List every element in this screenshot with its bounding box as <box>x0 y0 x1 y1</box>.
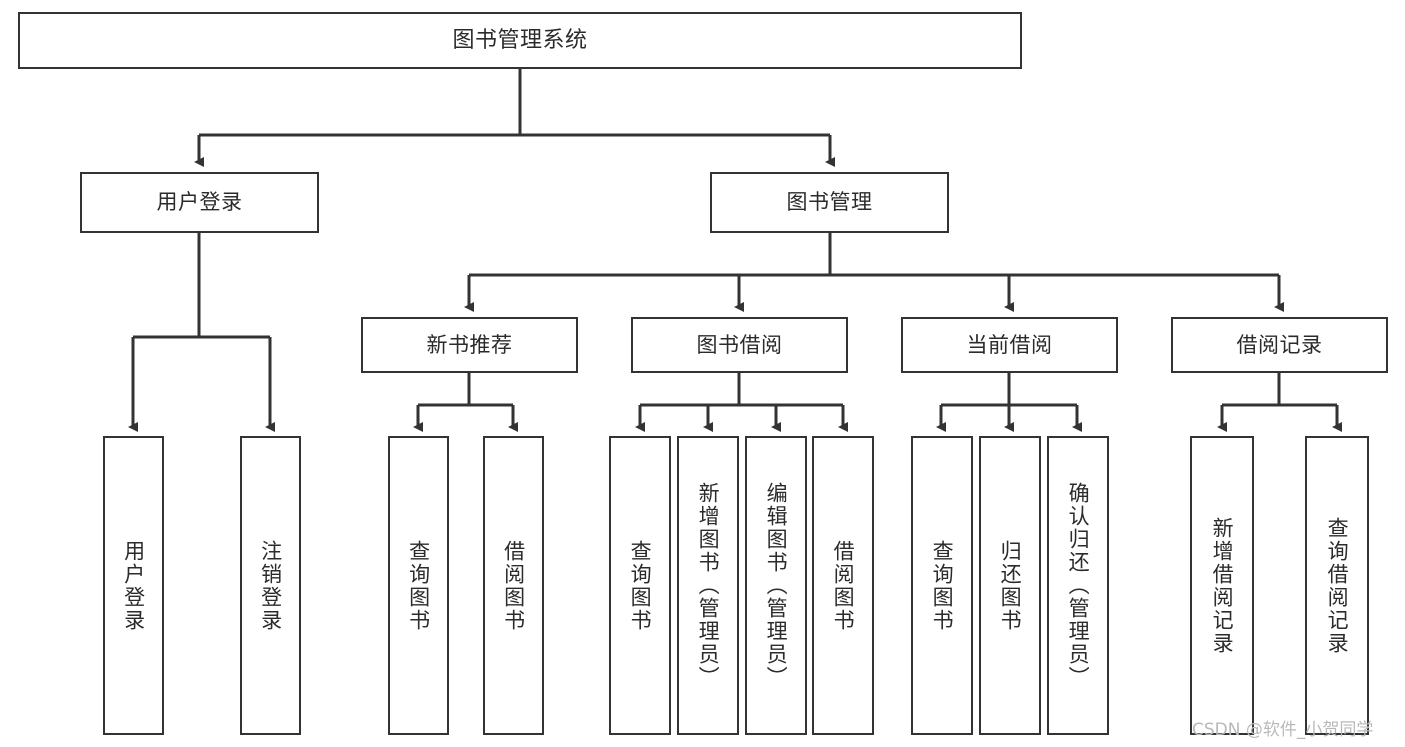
node-leaf-add-book-admin[interactable]: 新增图书（管理员） <box>677 436 739 735</box>
node-new-book-recommendation[interactable]: 新书推荐 <box>361 317 578 373</box>
node-label: 归还图书 <box>998 539 1023 632</box>
node-label: 当前借阅 <box>966 332 1053 357</box>
node-label: 编辑图书（管理员） <box>764 482 789 689</box>
node-label: 图书管理 <box>786 190 873 215</box>
node-label: 新书推荐 <box>426 332 513 357</box>
node-user-login[interactable]: 用户登录 <box>80 172 319 233</box>
node-leaf-return-book[interactable]: 归还图书 <box>979 436 1041 735</box>
node-leaf-add-borrow-record[interactable]: 新增借阅记录 <box>1190 436 1254 735</box>
node-leaf-borrow-book[interactable]: 借阅图书 <box>812 436 874 735</box>
node-label: 借阅图书 <box>501 539 526 632</box>
node-label: 注销登录 <box>258 539 283 632</box>
node-label: 用户登录 <box>156 190 243 215</box>
node-leaf-query-book-current[interactable]: 查询图书 <box>911 436 973 735</box>
node-leaf-logout[interactable]: 注销登录 <box>240 436 301 735</box>
node-label: 新增借阅记录 <box>1210 516 1235 655</box>
node-label: 新增图书（管理员） <box>696 482 721 689</box>
node-label: 图书管理系统 <box>452 27 588 53</box>
node-current-borrow[interactable]: 当前借阅 <box>901 317 1118 373</box>
node-leaf-query-borrow-record[interactable]: 查询借阅记录 <box>1305 436 1369 735</box>
node-leaf-edit-book-admin[interactable]: 编辑图书（管理员） <box>745 436 807 735</box>
node-label: 查询图书 <box>628 539 653 632</box>
node-label: 查询图书 <box>406 539 431 632</box>
node-book-borrow[interactable]: 图书借阅 <box>631 317 848 373</box>
node-borrow-record[interactable]: 借阅记录 <box>1171 317 1388 373</box>
node-label: 查询借阅记录 <box>1325 516 1350 655</box>
node-leaf-confirm-return-admin[interactable]: 确认归还（管理员） <box>1047 436 1109 735</box>
node-leaf-query-book-borrow[interactable]: 查询图书 <box>609 436 671 735</box>
node-leaf-query-book-new[interactable]: 查询图书 <box>388 436 449 735</box>
node-label: 图书借阅 <box>696 332 783 357</box>
node-label: 确认归还（管理员） <box>1066 482 1091 689</box>
node-root-book-management-system[interactable]: 图书管理系统 <box>18 12 1022 69</box>
node-leaf-borrow-book-new[interactable]: 借阅图书 <box>483 436 544 735</box>
node-label: 查询图书 <box>930 539 955 632</box>
node-book-management[interactable]: 图书管理 <box>710 172 949 233</box>
node-label: 借阅图书 <box>831 539 856 632</box>
node-label: 借阅记录 <box>1236 332 1323 357</box>
node-leaf-user-login[interactable]: 用户登录 <box>103 436 164 735</box>
node-label: 用户登录 <box>121 539 146 632</box>
